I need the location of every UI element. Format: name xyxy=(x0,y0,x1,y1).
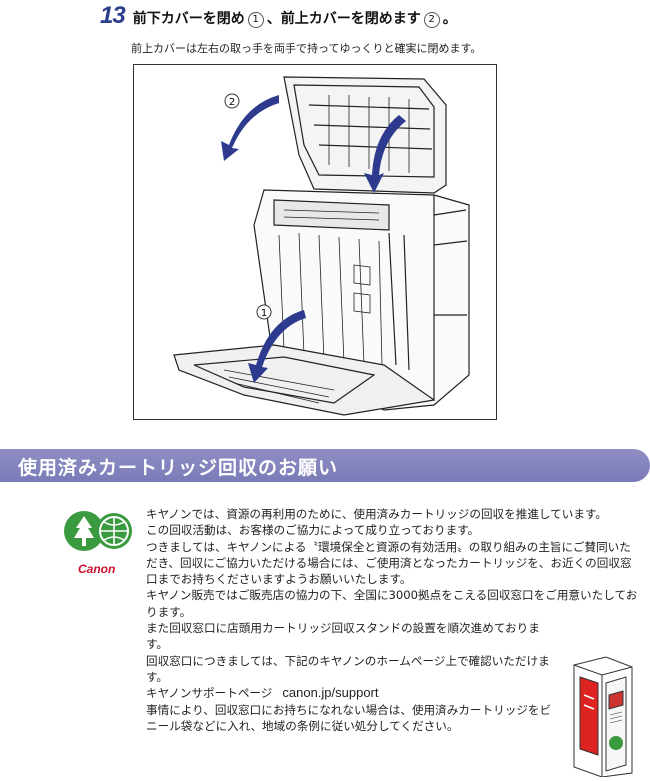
printer-illustration: 2 1 xyxy=(133,64,497,420)
step-title-part-c: 。 xyxy=(442,11,457,27)
figure-label-2: 2 xyxy=(229,97,235,108)
support-label: キヤノンサポートページ xyxy=(146,686,273,701)
circle-number-1: 1 xyxy=(247,12,264,28)
printer-drawing: 2 1 xyxy=(173,76,470,416)
figure-circle-1 xyxy=(256,304,272,320)
collection-box-drawing xyxy=(573,656,633,778)
paragraph-2: この回収活動は、お客様のご協力によって成り立っております。 xyxy=(146,523,480,538)
paragraph-6: 回収窓口につきましては、下記のキヤノンのホームページ上で確認いただけます。 xyxy=(146,653,550,684)
body-text: キヤノンでは、資源の再利用のために、使用済みカートリッジの回収を推進しています。… xyxy=(146,506,638,734)
section-header-band: 使用済みカートリッジ回収のお願い xyxy=(0,449,650,482)
paragraph-3: つきましては、キヤノンによる〝環境保全と資源の有効活用〟の取り組みの主旨にご賛同… xyxy=(146,539,632,587)
circle-number-2: 2 xyxy=(423,12,440,28)
figure-circle-2 xyxy=(224,93,240,109)
step-title-part-a: 前下カバーを閉め xyxy=(132,11,245,27)
collection-stand-illustration xyxy=(566,655,636,781)
paragraph-5: また回収窓口に店頭用カートリッジ回収スタンドの設置を順次進めております。 xyxy=(146,621,540,652)
figure-label-1: 1 xyxy=(261,308,267,319)
support-line: キヤノンサポートページ canon.jp/support xyxy=(146,685,556,701)
section-title: 使用済みカートリッジ回収のお願い xyxy=(18,457,339,479)
eco-logo-icon xyxy=(64,511,132,551)
paragraph-1: キヤノンでは、資源の再利用のために、使用済みカートリッジの回収を推進しています。 xyxy=(146,507,607,521)
step-title-part-b: 、前上カバーを閉めます xyxy=(266,11,421,27)
step-subtitle: 前上カバーは左右の取っ手を両手で持ってゆっくりと確実に閉めます。 xyxy=(131,42,482,55)
step-number: 13 xyxy=(100,2,126,29)
recycle-logo xyxy=(64,506,134,562)
paragraph-4: キヤノン販売ではご販売店の協力の下、全国に3000拠点をこえる回収窓口をご用意い… xyxy=(146,588,638,619)
brand-label: Canon xyxy=(78,562,116,576)
paragraph-8: 事情により、回収窓口にお持ちになれない場合は、使用済みカートリッジをビニール袋な… xyxy=(146,702,552,733)
support-url: canon.jp/support xyxy=(282,685,379,701)
